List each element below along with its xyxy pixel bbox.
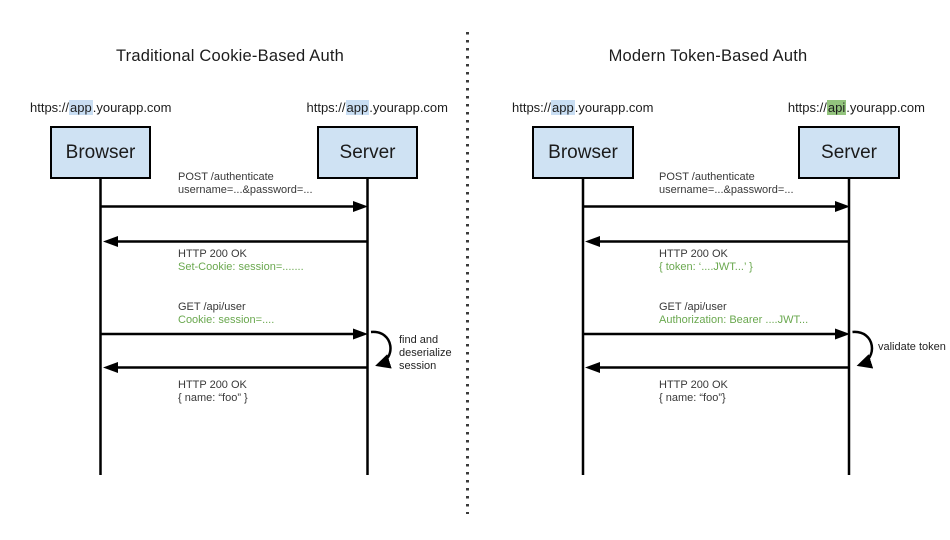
left-loop-label: find and deserialize session bbox=[399, 334, 452, 372]
right-message-get-api-user: GET /api/user Authorization: Bearer ....… bbox=[659, 301, 809, 326]
actor-label: Server bbox=[339, 141, 396, 163]
left-browser-url: https://app.yourapp.com bbox=[30, 100, 172, 115]
app-subdomain-highlight: app bbox=[69, 100, 93, 115]
right-server-box: Server bbox=[798, 126, 900, 179]
left-message-post-authenticate: POST /authenticate username=...&password… bbox=[178, 171, 313, 196]
right-loop-label: validate token bbox=[878, 341, 946, 353]
left-message-response-name: HTTP 200 OK { name: “foo” } bbox=[178, 379, 248, 404]
right-self-loop-arrow bbox=[852, 330, 874, 369]
left-server-url: https://app.yourapp.com bbox=[306, 100, 448, 115]
right-browser-box: Browser bbox=[532, 126, 634, 179]
right-message-token-response: HTTP 200 OK { token: ‘....JWT...’ } bbox=[659, 248, 753, 273]
right-browser-url: https://app.yourapp.com bbox=[512, 100, 654, 115]
left-arrows bbox=[101, 201, 368, 373]
right-server-url: https://api.yourapp.com bbox=[787, 100, 925, 115]
right-lifelines bbox=[581, 179, 851, 475]
dotted-divider-line bbox=[466, 32, 469, 514]
right-diagram-title: Modern Token-Based Auth bbox=[608, 47, 808, 65]
left-message-set-cookie: HTTP 200 OK Set-Cookie: session=....... bbox=[178, 248, 304, 273]
app-subdomain-highlight: app bbox=[551, 100, 575, 115]
actor-label: Server bbox=[821, 141, 877, 163]
actor-label: Browser bbox=[65, 141, 136, 163]
left-diagram-title: Traditional Cookie-Based Auth bbox=[115, 47, 345, 65]
left-server-box: Server bbox=[317, 126, 418, 179]
left-browser-box: Browser bbox=[50, 126, 151, 179]
app-subdomain-highlight: app bbox=[345, 100, 370, 115]
left-lifelines bbox=[99, 179, 369, 475]
right-message-response-name: HTTP 200 OK { name: “foo”} bbox=[659, 379, 728, 404]
left-message-get-api-user: GET /api/user Cookie: session=.... bbox=[178, 301, 275, 326]
right-message-post-authenticate: POST /authenticate username=...&password… bbox=[659, 171, 794, 196]
api-subdomain-highlight: api bbox=[826, 100, 847, 115]
actor-label: Browser bbox=[548, 141, 618, 163]
right-arrows bbox=[583, 201, 850, 373]
left-self-loop-arrow bbox=[370, 330, 392, 369]
